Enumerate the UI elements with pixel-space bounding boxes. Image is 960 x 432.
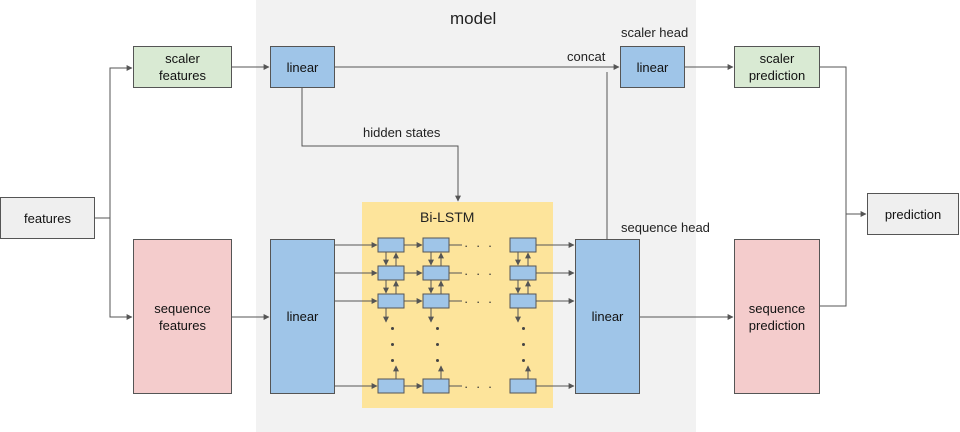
linear-left-node: linear <box>270 239 335 394</box>
lstm-cell <box>422 293 450 309</box>
vertical-dot <box>391 359 394 362</box>
vertical-dot <box>391 327 394 330</box>
lstm-cell <box>377 378 405 394</box>
linear-head-node: linear <box>620 46 685 88</box>
sequence-features-node: sequence features <box>133 239 232 394</box>
ellipsis-row-4: · · · <box>464 379 495 394</box>
lstm-cell-group <box>335 237 575 394</box>
lstm-cell <box>377 293 405 309</box>
lstm-cell <box>377 265 405 281</box>
vertical-dot <box>522 343 525 346</box>
lstm-cell <box>509 237 537 253</box>
vertical-dot <box>391 343 394 346</box>
edge <box>301 88 461 202</box>
model-title: model <box>450 9 497 28</box>
ellipsis-row-3: · · · <box>464 294 495 309</box>
lstm-cell <box>509 293 537 309</box>
scaler-features-node: scaler features <box>133 46 232 88</box>
features-node: features <box>0 197 95 239</box>
scaler-head-label: scaler head <box>621 25 689 40</box>
linear-top-node: linear <box>270 46 335 88</box>
hidden-states-label: hidden states <box>363 125 441 140</box>
ellipsis-row-2: · · · <box>464 266 495 281</box>
sequence-head-label: sequence head <box>621 220 710 235</box>
edge <box>109 218 133 320</box>
edge <box>820 66 847 307</box>
bilstm-title: Bi-LSTM <box>420 209 475 225</box>
lstm-cell <box>509 265 537 281</box>
lstm-cell <box>422 265 450 281</box>
lstm-cell <box>422 378 450 394</box>
sequence-prediction-node: sequence prediction <box>734 239 820 394</box>
vertical-dot <box>436 343 439 346</box>
lstm-cell <box>377 237 405 253</box>
concat-label: concat <box>567 49 606 64</box>
edge-group <box>95 64 867 320</box>
linear-right-node: linear <box>575 239 640 394</box>
lstm-cell <box>422 237 450 253</box>
prediction-node: prediction <box>867 193 959 235</box>
vertical-dot <box>436 359 439 362</box>
lstm-cell <box>509 378 537 394</box>
vertical-dot <box>522 359 525 362</box>
scaler-prediction-node: scaler prediction <box>734 46 820 88</box>
ellipsis-row-1: · · · <box>464 238 495 253</box>
edge <box>109 65 133 218</box>
vertical-dot <box>522 327 525 330</box>
vertical-dot <box>436 327 439 330</box>
